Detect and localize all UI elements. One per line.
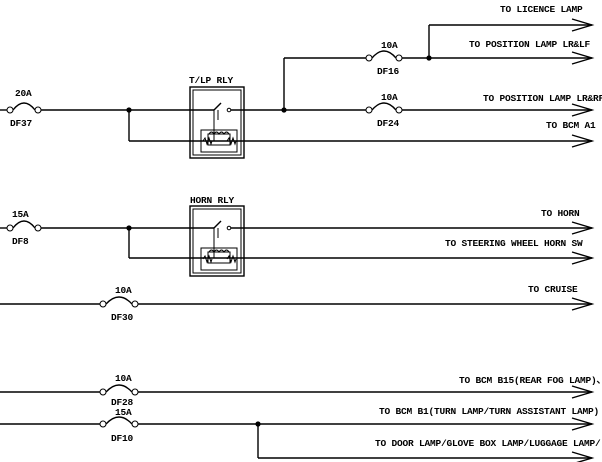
fuse-df37 <box>6 102 42 114</box>
output-position-lf: TO POSITION LAMP LR&LF <box>469 39 591 50</box>
arrow-cruise <box>571 297 595 311</box>
bcm-b15-circuit: 10A DF28 TO BCM B15(REAR FOG LAMP)、 <box>0 373 602 408</box>
arrow-licence-lamp <box>571 18 595 32</box>
df10-circuit: 15A DF10 TO BCM B1(TURN LAMP/TURN ASSIST… <box>0 406 601 462</box>
fuse-df10 <box>99 416 139 428</box>
fuse-df16-id: DF16 <box>377 66 400 77</box>
arrow-bcm-b1 <box>571 417 595 431</box>
fuse-df28-id: DF28 <box>111 397 134 408</box>
output-licence-lamp: TO LICENCE LAMP <box>500 4 583 15</box>
fuse-df24-id: DF24 <box>377 118 400 129</box>
fuse-df28-rating: 10A <box>115 373 132 384</box>
horn-relay-label: HORN RLY <box>190 195 235 206</box>
fuse-df37-rating: 20A <box>15 88 32 99</box>
fuse-df10-rating: 15A <box>115 407 132 418</box>
cruise-circuit: 10A DF30 TO CRUISE <box>0 284 595 323</box>
output-bcm-a1: TO BCM A1 <box>546 120 596 131</box>
fuse-df16-rating: 10A <box>381 40 398 51</box>
horn-relay <box>189 205 245 277</box>
arrow-position-rr <box>571 103 595 117</box>
fuse-df28 <box>99 384 139 396</box>
arrow-door-lamp <box>571 451 595 462</box>
output-position-rr: TO POSITION LAMP LR&RF <box>483 93 602 104</box>
tlp-relay <box>189 86 245 159</box>
fuse-df8-rating: 15A <box>12 209 29 220</box>
fuse-df24 <box>365 102 403 114</box>
arrow-horn <box>571 221 595 235</box>
output-bcm-b15: TO BCM B15(REAR FOG LAMP)、 <box>459 375 602 386</box>
arrow-bcm-a1 <box>571 134 595 148</box>
fuse-df30 <box>99 296 139 308</box>
arrow-position-lf <box>571 51 595 65</box>
fuse-df30-rating: 10A <box>115 285 132 296</box>
fuse-df16 <box>365 50 403 62</box>
output-horn: TO HORN <box>541 208 580 219</box>
fuse-df8 <box>6 220 42 232</box>
arrow-steering-horn <box>571 251 595 265</box>
fuse-df24-rating: 10A <box>381 92 398 103</box>
fuse-df30-id: DF30 <box>111 312 134 323</box>
output-steering-horn: TO STEERING WHEEL HORN SW <box>445 238 583 249</box>
horn-relay-circuit: 15A DF8 TO STEERING WHEEL HORN SW HORN R… <box>0 195 595 277</box>
fuse-df10-id: DF10 <box>111 433 134 444</box>
output-bcm-b1: TO BCM B1(TURN LAMP/TURN ASSISTANT LAMP) <box>379 406 599 417</box>
tlp-relay-label: T/LP RLY <box>189 75 234 86</box>
fuse-df37-id: DF37 <box>10 118 33 129</box>
output-cruise: TO CRUISE <box>528 284 578 295</box>
output-door-lamp: TO DOOR LAMP/GLOVE BOX LAMP/LUGGAGE LAMP… <box>375 438 601 449</box>
fuse-df8-id: DF8 <box>12 236 29 247</box>
tlp-relay-circuit: 20A DF37 TO BCM A1 T/LP RLY <box>0 4 602 159</box>
arrow-bcm-b15 <box>571 385 595 399</box>
